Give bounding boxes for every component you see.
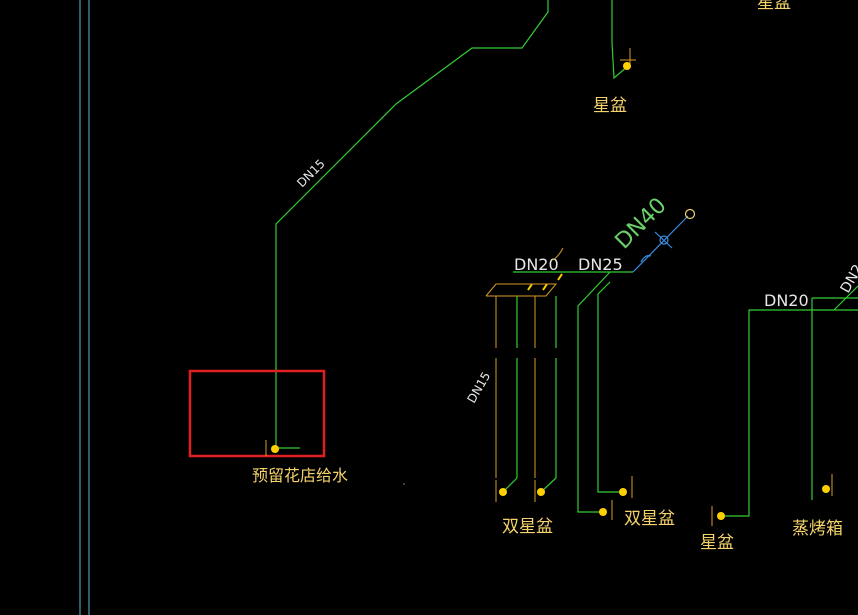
pipe-dn40-riser (632, 215, 689, 273)
pipe-label-dn25: DN25 (578, 255, 623, 274)
fixture-label-top-right: 星盆 (757, 0, 791, 13)
fixture-label-double-basin-left: 双星盆 (502, 517, 553, 537)
pipe-endpoint-node-double-basin-3 (599, 508, 607, 516)
pipe-endpoint-node-double-basin-2 (537, 488, 545, 496)
highlight-box[interactable] (188, 369, 326, 458)
pipe-orange-frame-top (485, 283, 558, 297)
fixture-label-steam-oven: 蒸烤箱 (792, 519, 843, 539)
pipe-dn20-right (721, 309, 858, 517)
pipe-endpoint-node-steam-oven (822, 485, 830, 493)
fixture-label-double-basin-right: 双星盆 (624, 509, 675, 529)
pipe-endpoint-node-basin-bottom (717, 512, 725, 520)
header-marker-2 (542, 283, 548, 291)
pipe-label-dn15-vertical: DN15 (464, 369, 493, 405)
pipe-endpoint-node-double-basin-1 (499, 488, 507, 496)
stray-point (403, 483, 405, 485)
header-marker-3 (557, 273, 563, 281)
pipe-label-dn15-main: DN15 (294, 157, 328, 191)
pipe-dn15-main (275, 0, 549, 448)
pipe-label-dn20-right: DN20 (764, 291, 809, 310)
pipe-top-center-branch (611, 0, 629, 80)
pipe-dn25-drop-b (597, 281, 622, 493)
header-hook (552, 247, 564, 261)
pipe-dn25-drop-a (577, 271, 611, 513)
pipe-label-dn20-left: DN20 (514, 255, 559, 274)
pipe-label-dn40: DN40 (611, 193, 672, 254)
pipe-endpoint-node-double-basin-4 (619, 488, 627, 496)
pipe-branch-steam-oven-diag (833, 285, 858, 311)
pipe-endpoint-node-top-center (623, 62, 631, 70)
riser-circle-icon (684, 208, 696, 220)
fixture-label-reserved-flower-shop: 预留花店给水 (252, 466, 348, 485)
valve-bar-icon (654, 231, 673, 249)
pipe-gap-mask (490, 348, 562, 358)
valve-symbol-icon (659, 235, 669, 245)
fixture-label-basin-bottom: 星盆 (700, 533, 734, 553)
pipe-label-dn2-partial: DN2 (838, 262, 858, 296)
header-marker-1 (527, 283, 533, 291)
pipe-endpoint-node-flower-shop (271, 445, 279, 453)
valve-arc-icon (640, 255, 652, 263)
fixture-label-top-center: 星盆 (593, 96, 627, 116)
